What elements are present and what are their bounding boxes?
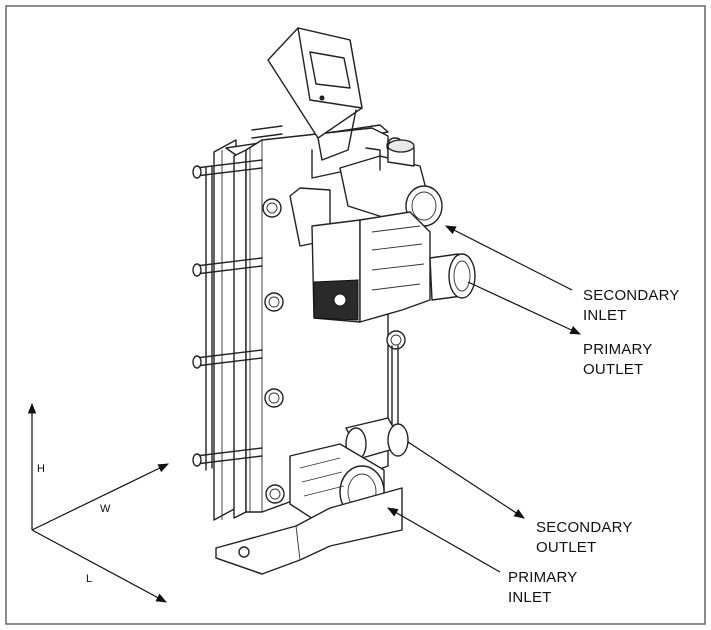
primary-inlet-label: PRIMARY INLET (508, 569, 582, 606)
axis-h-label: H (37, 463, 45, 475)
secondary-outlet-arrow (407, 441, 525, 519)
circulation-pump (311, 211, 476, 323)
primary-inlet-arrow (387, 507, 501, 573)
diagram-frame (5, 5, 706, 625)
axis-w-label: W (100, 503, 111, 515)
secondary-inlet-label: SECONDARY INLET (583, 287, 684, 324)
secondary-inlet-arrow (445, 225, 573, 291)
primary-outlet-arrow (467, 281, 581, 335)
axis-l-label: L (86, 573, 92, 585)
secondary-outlet-label: SECONDARY OUTLET (536, 519, 637, 556)
callout-arrows (387, 225, 581, 573)
primary-outlet-label: PRIMARY OUTLET (583, 341, 657, 378)
secondary-inlet-valve (289, 139, 443, 247)
axis-triad: H W L (27, 402, 169, 603)
mounting-bracket (215, 487, 403, 575)
controller-display (267, 27, 363, 179)
tie-rods (192, 125, 283, 467)
